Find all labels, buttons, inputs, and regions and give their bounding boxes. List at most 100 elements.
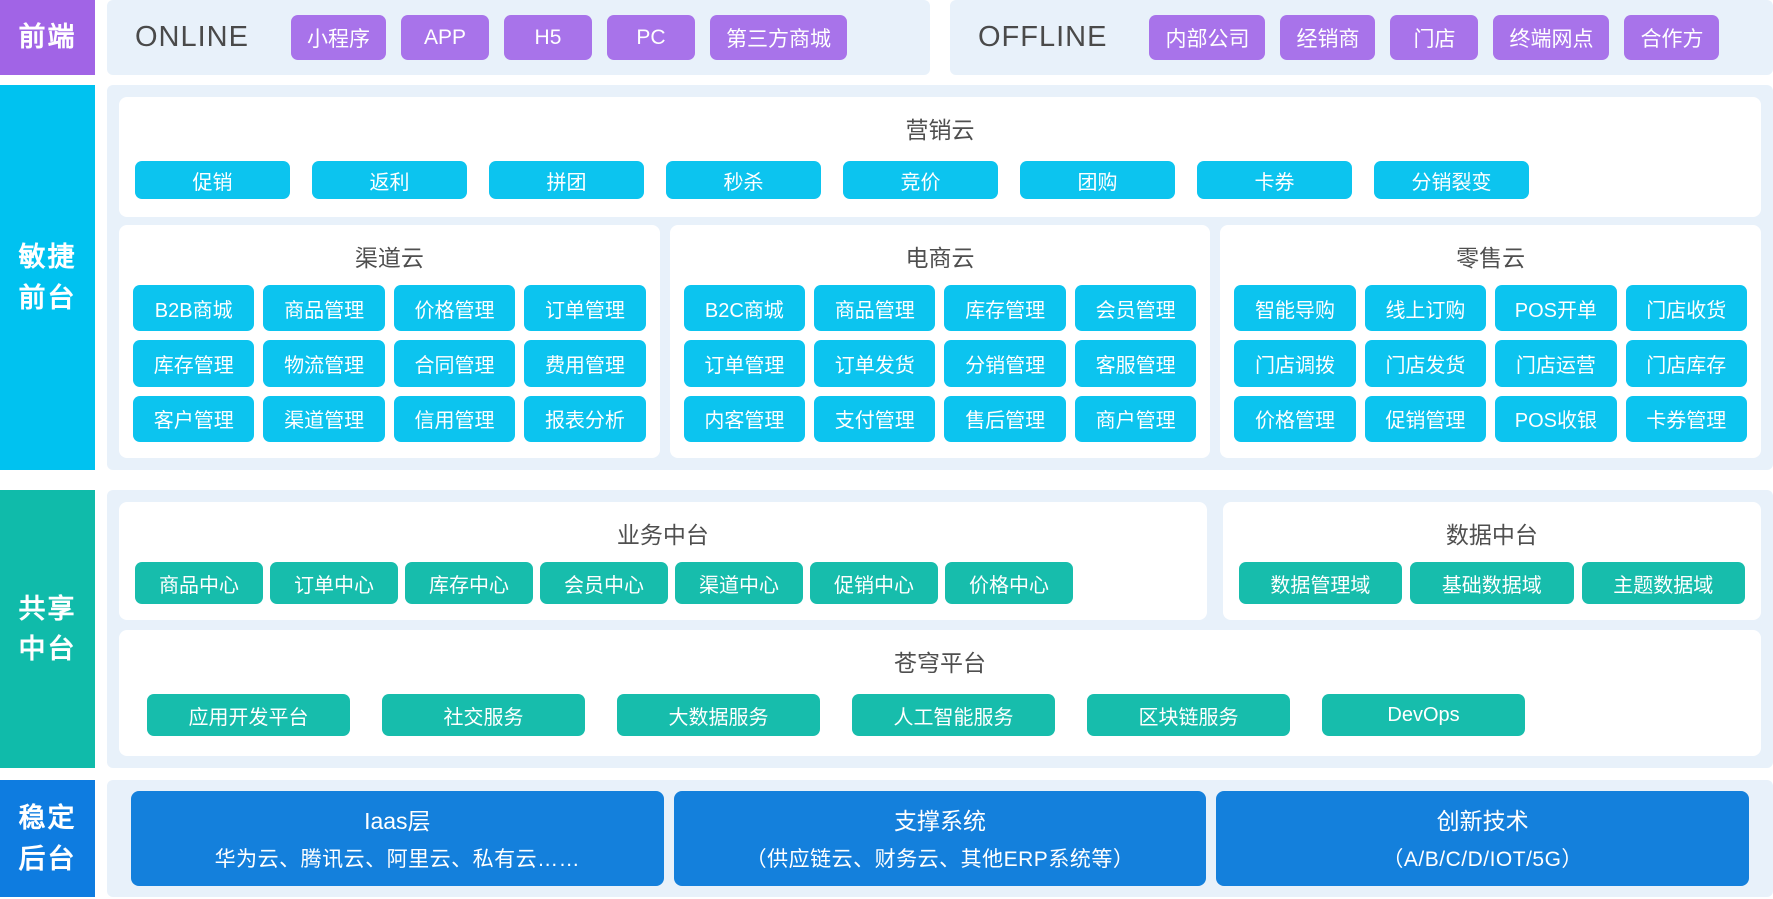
iaas-layer-title: Iaas层	[364, 808, 431, 834]
ecommerce-cloud-chip: 库存管理	[944, 285, 1066, 332]
retail-cloud-chip: 门店发货	[1364, 340, 1487, 387]
rail-agile-front-label: 敏捷 前台	[0, 85, 95, 470]
ecommerce-cloud-chip: 订单发货	[814, 340, 936, 387]
marketing-cloud-card: 营销云 促销返利拼团秒杀竞价团购卡券分销裂变	[119, 97, 1761, 217]
marketing-capability-chip: 分销裂变	[1374, 161, 1529, 199]
retail-cloud-title: 零售云	[1456, 245, 1526, 271]
data-domain-chip: 数据管理域	[1238, 562, 1403, 604]
offline-channel-chip: 经销商	[1280, 15, 1376, 60]
ecommerce-cloud-chip: 内客管理	[683, 395, 806, 442]
channel-cloud-chip: 物流管理	[263, 340, 385, 387]
shared-middle-content: 业务中台 商品中心订单中心库存中心会员中心渠道中心促销中心价格中心 数据中台 数…	[107, 490, 1773, 768]
support-systems-box: 支撑系统 （供应链云、财务云、其他ERP系统等）	[673, 791, 1207, 886]
retail-cloud-chip: 门店运营	[1495, 340, 1617, 387]
data-domain-chip: 主题数据域	[1581, 562, 1745, 604]
platform-service-chip: 应用开发平台	[147, 694, 350, 736]
retail-cloud-chip: 门店调拨	[1234, 340, 1356, 387]
iaas-layer-box: Iaas层 华为云、腾讯云、阿里云、私有云……	[131, 791, 664, 886]
channel-cloud-chip: 合同管理	[393, 340, 516, 387]
channel-cloud-chip: 商品管理	[263, 285, 385, 332]
support-systems-subtitle: （供应链云、财务云、其他ERP系统等）	[745, 848, 1135, 871]
channel-cloud-chip: 信用管理	[393, 395, 516, 442]
channel-cloud-chip: 价格管理	[393, 285, 516, 332]
ecommerce-cloud-chip: 会员管理	[1074, 285, 1197, 332]
business-center-chip: 会员中心	[540, 562, 668, 604]
channel-cloud-grid: B2B商城商品管理价格管理订单管理库存管理物流管理合同管理费用管理客户管理渠道管…	[133, 285, 646, 442]
channel-cloud-chip: 报表分析	[524, 395, 646, 442]
band-stable-backend: 稳定 后台 Iaas层 华为云、腾讯云、阿里云、私有云…… 支撑系统 （供应链云…	[0, 780, 1773, 897]
rail-shared-middle-label: 共享 中台	[0, 490, 95, 768]
marketing-chip-row: 促销返利拼团秒杀竞价团购卡券分销裂变	[135, 161, 1745, 199]
marketing-capability-chip: 卡券	[1197, 161, 1352, 199]
channel-cloud-card: 渠道云 B2B商城商品管理价格管理订单管理库存管理物流管理合同管理费用管理客户管…	[119, 225, 660, 458]
business-middle-title: 业务中台	[616, 522, 709, 548]
channel-cloud-chip: 费用管理	[524, 340, 646, 387]
band-shared-middle: 共享 中台 业务中台 商品中心订单中心库存中心会员中心渠道中心促销中心价格中心 …	[0, 490, 1773, 768]
ecommerce-cloud-chip: 支付管理	[814, 395, 936, 442]
online-channel-chip: 第三方商城	[709, 15, 847, 60]
offline-channel-chip: 内部公司	[1149, 15, 1266, 60]
iaas-layer-subtitle: 华为云、腾讯云、阿里云、私有云……	[214, 848, 581, 871]
data-domain-row: 数据管理域基础数据域主题数据域	[1238, 562, 1745, 604]
business-center-chip: 促销中心	[810, 562, 938, 604]
offline-chip-row: 内部公司经销商门店终端网点合作方	[1149, 15, 1720, 60]
offline-channel-chip: 合作方	[1624, 15, 1720, 60]
retail-cloud-chip: 门店收货	[1625, 285, 1747, 332]
online-channel-chip: PC	[606, 15, 695, 60]
business-center-chip: 渠道中心	[675, 562, 803, 604]
data-domain-chip: 基础数据域	[1410, 562, 1574, 604]
business-center-chip: 订单中心	[270, 562, 398, 604]
business-center-chip: 商品中心	[135, 562, 263, 604]
ecommerce-cloud-card: 电商云 B2C商城商品管理库存管理会员管理订单管理订单发货分销管理客服管理内客管…	[669, 225, 1211, 458]
retail-cloud-chip: 价格管理	[1234, 395, 1356, 442]
retail-cloud-chip: 线上订购	[1364, 285, 1487, 332]
business-center-row: 商品中心订单中心库存中心会员中心渠道中心促销中心价格中心	[135, 562, 1191, 604]
stable-box-row: Iaas层 华为云、腾讯云、阿里云、私有云…… 支撑系统 （供应链云、财务云、其…	[131, 791, 1749, 886]
offline-channel-chip: 门店	[1390, 15, 1479, 60]
online-channel-chip: APP	[400, 15, 489, 60]
middle-platform-row: 业务中台 商品中心订单中心库存中心会员中心渠道中心促销中心价格中心 数据中台 数…	[119, 502, 1761, 620]
retail-cloud-chip: POS开单	[1495, 285, 1617, 332]
data-middle-card: 数据中台 数据管理域基础数据域主题数据域	[1222, 502, 1761, 620]
ecommerce-cloud-chip: 售后管理	[944, 395, 1066, 442]
ecommerce-cloud-chip: 商品管理	[814, 285, 936, 332]
channel-cloud-chip: 库存管理	[133, 340, 255, 387]
innovation-tech-subtitle: （A/B/C/D/IOT/5G）	[1382, 848, 1583, 871]
retail-cloud-chip: POS收银	[1495, 395, 1617, 442]
marketing-capability-chip: 拼团	[489, 161, 644, 199]
ecommerce-cloud-chip: 订单管理	[683, 340, 806, 387]
support-systems-title: 支撑系统	[893, 808, 986, 834]
clouds-row: 渠道云 B2B商城商品管理价格管理订单管理库存管理物流管理合同管理费用管理客户管…	[119, 225, 1761, 458]
business-middle-card: 业务中台 商品中心订单中心库存中心会员中心渠道中心促销中心价格中心	[119, 502, 1207, 620]
retail-cloud-chip: 智能导购	[1234, 285, 1356, 332]
band-agile-front: 敏捷 前台 营销云 促销返利拼团秒杀竞价团购卡券分销裂变 渠道云 B2B商城商品…	[0, 85, 1773, 470]
online-label: ONLINE	[135, 21, 249, 53]
offline-channel-chip: 终端网点	[1493, 15, 1610, 60]
stable-backend-content: Iaas层 华为云、腾讯云、阿里云、私有云…… 支撑系统 （供应链云、财务云、其…	[107, 780, 1773, 897]
marketing-capability-chip: 团购	[1020, 161, 1175, 199]
channel-cloud-chip: 渠道管理	[263, 395, 385, 442]
platform-service-chip: 社交服务	[382, 694, 585, 736]
offline-label: OFFLINE	[978, 21, 1108, 53]
retail-cloud-chip: 促销管理	[1364, 395, 1487, 442]
business-center-chip: 价格中心	[945, 562, 1073, 604]
platform-service-chip: 大数据服务	[617, 694, 820, 736]
innovation-tech-box: 创新技术 （A/B/C/D/IOT/5G）	[1216, 791, 1749, 886]
online-channel-chip: 小程序	[290, 15, 386, 60]
ecommerce-cloud-grid: B2C商城商品管理库存管理会员管理订单管理订单发货分销管理客服管理内客管理支付管…	[683, 285, 1197, 442]
marketing-capability-chip: 促销	[135, 161, 290, 199]
ecommerce-cloud-chip: 分销管理	[944, 340, 1066, 387]
rail-stable-backend-label: 稳定 后台	[0, 780, 95, 897]
marketing-capability-chip: 竞价	[843, 161, 998, 199]
rail-frontend-label: 前端	[0, 0, 95, 75]
retail-cloud-chip: 门店库存	[1625, 340, 1747, 387]
business-center-chip: 库存中心	[405, 562, 533, 604]
platform-service-chip: 人工智能服务	[852, 694, 1055, 736]
